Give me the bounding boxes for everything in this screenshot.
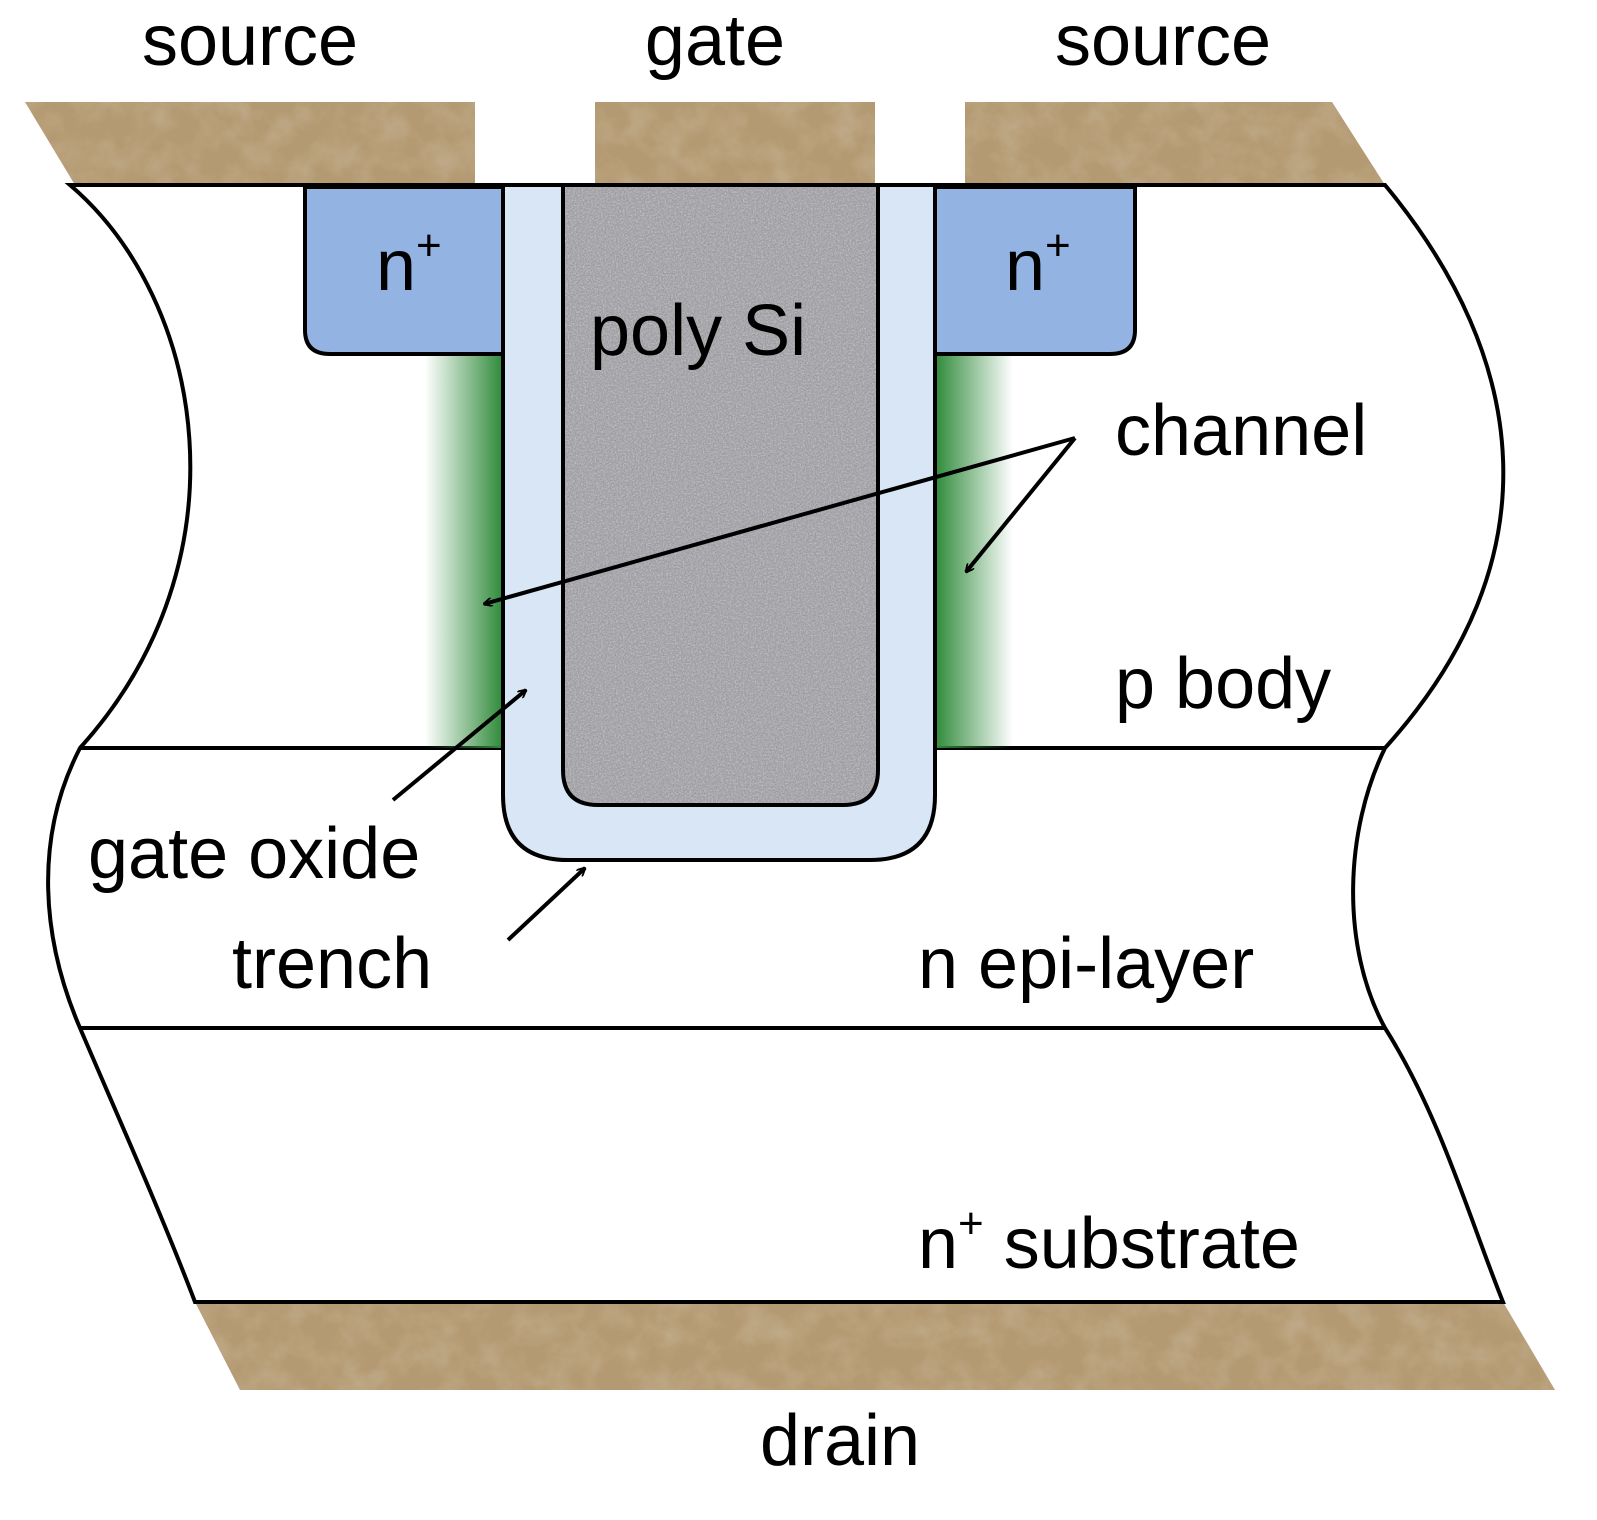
n-plus-right-n: n	[1005, 226, 1045, 306]
substrate-n: n	[918, 1204, 958, 1284]
drain-contact	[195, 1302, 1555, 1390]
n-plus-right-region	[933, 185, 1137, 356]
source-left-label: source	[142, 1, 358, 81]
drain-label: drain	[760, 1401, 920, 1481]
n-plus-left-label: n+	[376, 221, 442, 306]
poly-si-gate	[561, 183, 880, 807]
channel-arrow-left	[484, 436, 1076, 604]
n-epi-layer-label: n epi-layer	[918, 924, 1254, 1004]
substrate-sup: +	[958, 1199, 984, 1248]
channel-label: channel	[1115, 391, 1367, 471]
n-plus-left-region	[303, 185, 505, 356]
n-plus-left-n: n	[376, 226, 416, 306]
source-right-contact	[965, 102, 1385, 185]
n-plus-right-label: n+	[1005, 221, 1071, 306]
substrate-rest: substrate	[984, 1204, 1300, 1284]
poly-si-label: poly Si	[590, 291, 806, 371]
n-plus-left-sup: +	[416, 221, 442, 270]
gate-oxide-arrow	[391, 690, 526, 802]
trench-label: trench	[232, 924, 432, 1004]
channel-left	[425, 355, 503, 748]
gate-oxide-label: gate oxide	[88, 814, 420, 894]
trench-arrow	[506, 868, 585, 942]
channel-right	[935, 355, 1013, 748]
source-left-contact	[25, 102, 475, 185]
source-right-label: source	[1055, 1, 1271, 81]
channel-arrow-right	[966, 436, 1077, 572]
n-plus-substrate-label: n+ substrate	[918, 1199, 1300, 1284]
gate-label: gate	[645, 1, 785, 81]
n-plus-right-sup: +	[1045, 221, 1071, 270]
gate-contact	[595, 102, 875, 185]
p-body-label: p body	[1115, 644, 1331, 724]
